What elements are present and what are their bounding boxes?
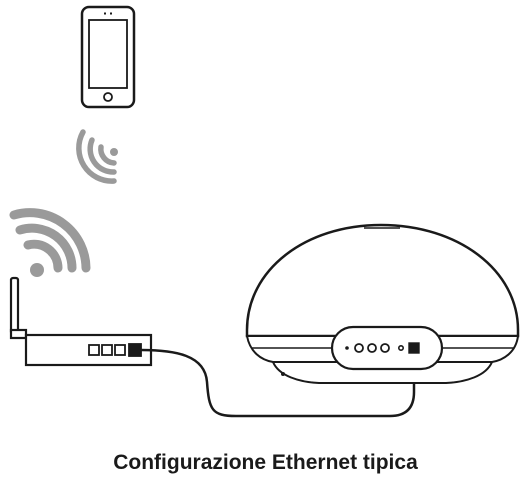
ethernet-cable-icon (140, 348, 416, 418)
router-icon (9, 276, 153, 367)
wifi-icon (9, 208, 91, 277)
smartphone-icon (80, 5, 136, 109)
wireless-signal-icon (76, 129, 118, 184)
diagram-caption: Configurazione Ethernet tipica (113, 451, 418, 474)
speaker-icon (245, 223, 520, 384)
